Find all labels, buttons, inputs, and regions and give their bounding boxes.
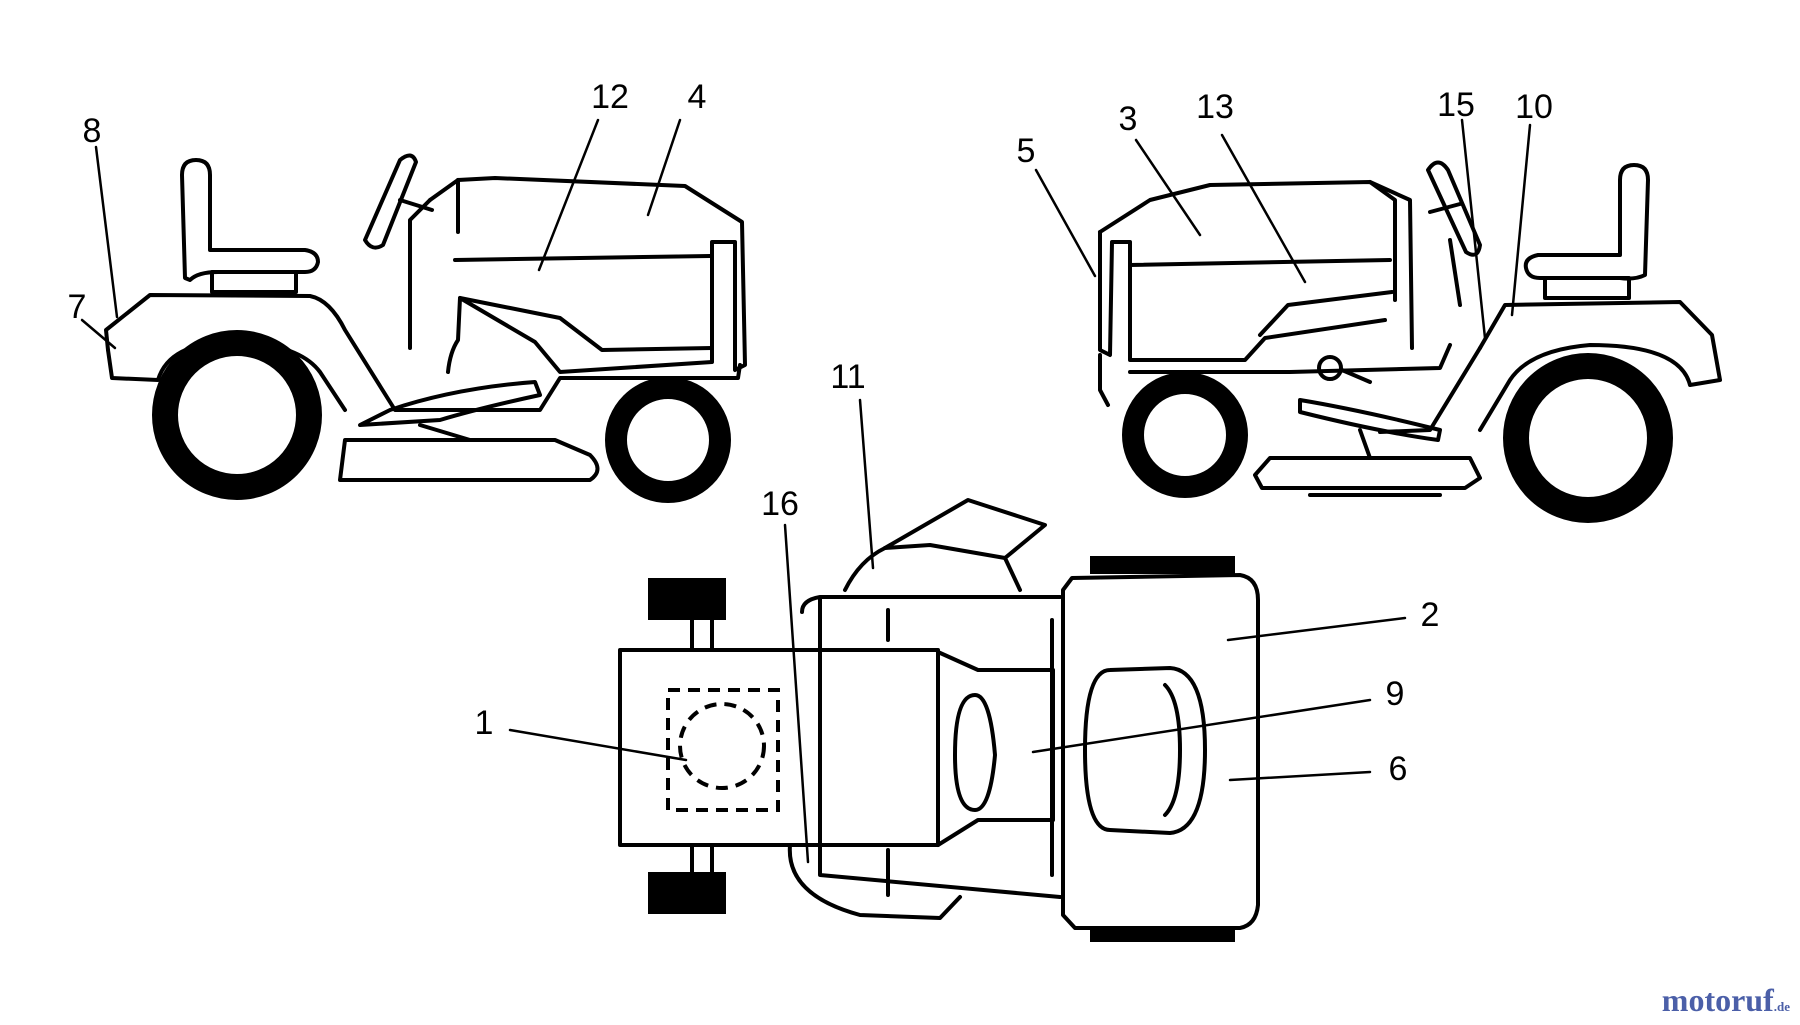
- callout-4: 4: [688, 78, 707, 116]
- watermark-suffix: .de: [1773, 999, 1790, 1014]
- callout-3: 3: [1119, 100, 1138, 138]
- callout-9: 9: [1386, 675, 1405, 713]
- callout-7: 7: [68, 288, 87, 326]
- callout-8: 8: [83, 112, 102, 150]
- top-view-tractor-icon: [618, 498, 1260, 942]
- callout-leaders: [80, 118, 1532, 864]
- callout-10: 10: [1515, 88, 1553, 126]
- callout-6: 6: [1389, 750, 1408, 788]
- watermark-text: motoruf: [1661, 982, 1774, 1018]
- callout-12: 12: [591, 78, 629, 116]
- right-side-tractor-icon: [1098, 160, 1722, 523]
- callout-16: 16: [761, 485, 799, 523]
- callout-numbers: 8 7 12 4 5 3 13 15 10 11 16 1 2 9 6: [68, 78, 1553, 788]
- callout-1: 1: [475, 704, 494, 742]
- left-side-tractor-icon: [104, 153, 747, 503]
- callout-2: 2: [1421, 596, 1440, 634]
- callout-13: 13: [1196, 88, 1234, 126]
- callout-15: 15: [1437, 86, 1475, 124]
- callout-11: 11: [830, 358, 865, 396]
- callout-5: 5: [1017, 132, 1036, 170]
- watermark-logo: motoruf.de: [1662, 982, 1790, 1019]
